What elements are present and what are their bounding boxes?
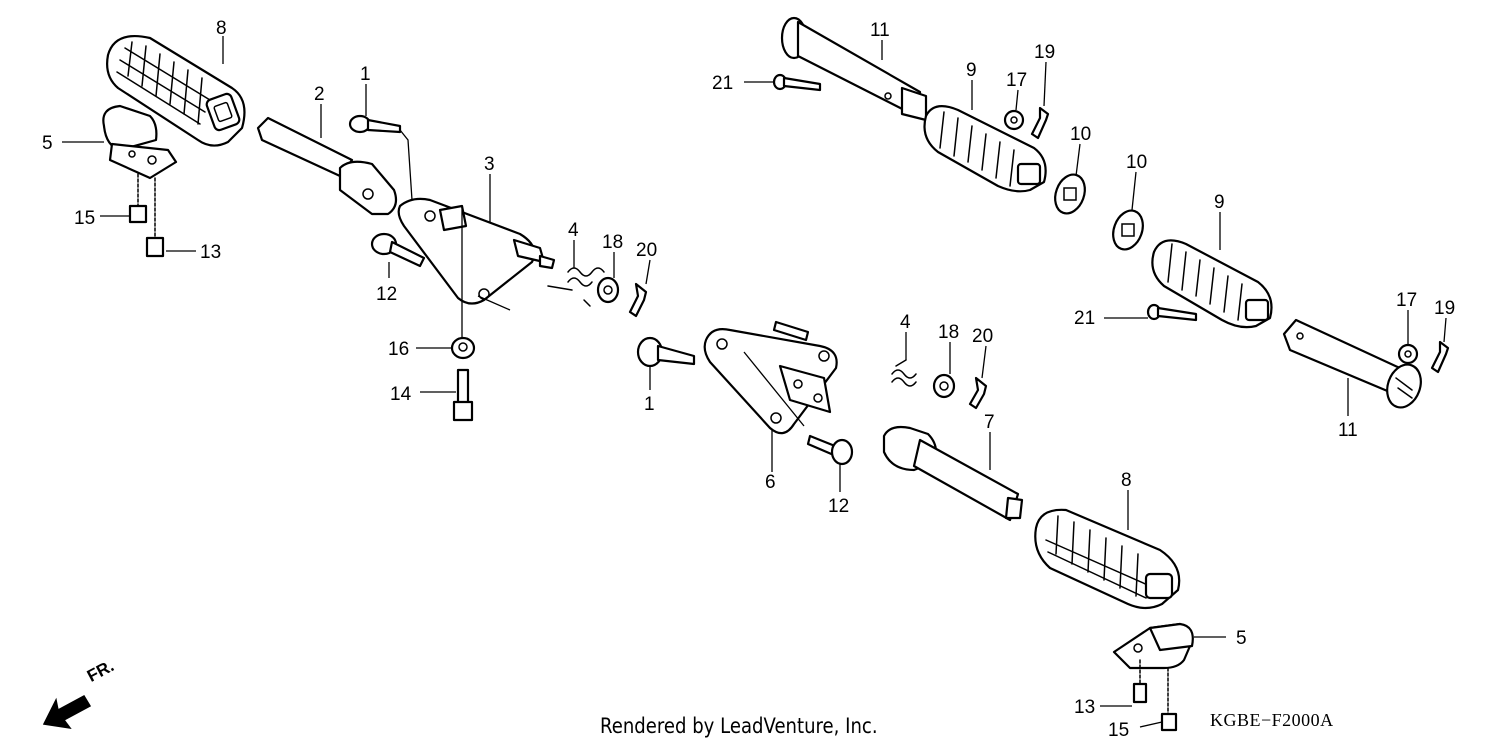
front-direction-arrow-icon — [42, 695, 92, 730]
cotter-pin-20-lower[interactable] — [968, 376, 988, 410]
callout-14: 14 — [390, 384, 412, 405]
bracket-plate-3[interactable] — [397, 197, 556, 338]
washer-18-lower[interactable] — [932, 373, 956, 399]
callout-8-upper: 8 — [216, 18, 227, 39]
heel-guard-bracket-right[interactable] — [1112, 622, 1194, 670]
cotter-pin-20-upper[interactable] — [628, 282, 648, 318]
footpeg-rubber-right[interactable] — [1034, 508, 1181, 610]
callout-4-upper: 4 — [568, 220, 579, 241]
spring-4-upper[interactable] — [547, 267, 605, 307]
washer-10-upper[interactable] — [1050, 170, 1090, 217]
bolt-12-upper[interactable] — [370, 232, 426, 268]
callout-11-lower: 11 — [1338, 420, 1358, 441]
diagram-code: KGBE−F2000A — [1210, 710, 1334, 730]
bolt-14[interactable] — [452, 368, 474, 422]
callout-5-lower: 5 — [1236, 628, 1247, 649]
callouts: 8 5 15 13 2 1 3 12 16 14 4 18 20 1 6 12 … — [42, 18, 1455, 741]
callout-3: 3 — [484, 154, 495, 175]
nut-16[interactable] — [450, 336, 476, 360]
callout-15-upper: 15 — [74, 208, 95, 229]
footpeg-rubber-left[interactable] — [106, 34, 246, 147]
callout-20-lower: 20 — [972, 326, 993, 347]
footpeg-bar-7[interactable] — [882, 425, 1024, 522]
heel-guard-bracket-left[interactable] — [102, 104, 178, 180]
shaft-11-lower[interactable] — [1282, 318, 1427, 412]
footer-credit: Rendered by LeadVenture, Inc. — [600, 714, 878, 738]
callout-21-upper: 21 — [712, 73, 733, 94]
callout-12-lower: 12 — [828, 496, 849, 517]
bolt-13-lower[interactable] — [1132, 659, 1148, 704]
callout-20-upper: 20 — [636, 240, 657, 261]
callout-10-upper: 10 — [1070, 124, 1091, 145]
callout-9-lower: 9 — [1214, 192, 1225, 213]
shaft-11-upper[interactable] — [780, 16, 928, 122]
pin-21-upper[interactable] — [772, 73, 822, 92]
washer-10-lower[interactable] — [1108, 206, 1148, 253]
bolt-15-lower[interactable] — [1160, 667, 1178, 732]
cotter-pin-19-upper[interactable] — [1030, 106, 1050, 140]
callout-1-upper: 1 — [360, 64, 371, 85]
callout-4-lower: 4 — [900, 312, 911, 333]
washer-17-upper[interactable] — [1003, 109, 1025, 131]
pin-1-lower[interactable] — [636, 336, 696, 368]
callout-13-upper: 13 — [200, 242, 221, 263]
bracket-plate-6[interactable] — [703, 320, 838, 435]
cotter-pin-19-lower[interactable] — [1430, 340, 1450, 374]
rubber-grip-9-lower[interactable] — [1151, 239, 1273, 329]
callout-2: 2 — [314, 84, 325, 105]
callout-7: 7 — [984, 412, 995, 433]
footpeg-bar-2[interactable] — [256, 116, 398, 216]
bolt-12-lower[interactable] — [806, 434, 854, 466]
callout-19-upper: 19 — [1034, 42, 1055, 63]
bolt-15-upper[interactable] — [128, 173, 148, 224]
rubber-grip-9-upper[interactable] — [923, 105, 1047, 193]
spring-4-lower[interactable] — [891, 359, 917, 387]
washer-17-lower[interactable] — [1397, 343, 1419, 365]
callout-13-lower: 13 — [1074, 697, 1095, 718]
callout-8-lower: 8 — [1121, 470, 1132, 491]
bolt-13-upper[interactable] — [145, 177, 165, 258]
callout-18-upper: 18 — [602, 232, 623, 253]
callout-12-upper: 12 — [376, 284, 397, 305]
callout-15-lower: 15 — [1108, 720, 1129, 741]
pin-1-upper[interactable] — [348, 114, 413, 201]
callout-21-lower: 21 — [1074, 308, 1095, 329]
callout-18-lower: 18 — [938, 322, 959, 343]
callout-11-upper: 11 — [870, 20, 890, 41]
callout-6: 6 — [765, 472, 776, 493]
callout-17-lower: 17 — [1396, 290, 1417, 311]
callout-9-upper: 9 — [966, 60, 977, 81]
leader-lines — [62, 36, 1447, 728]
callout-10-lower: 10 — [1126, 152, 1147, 173]
callout-16: 16 — [388, 339, 409, 360]
washer-18-upper[interactable] — [596, 276, 620, 304]
callout-17-upper: 17 — [1006, 70, 1027, 91]
callout-19-lower: 19 — [1434, 298, 1455, 319]
callout-5-upper: 5 — [42, 133, 53, 154]
pin-21-lower[interactable] — [1146, 303, 1198, 322]
callout-1-lower: 1 — [644, 394, 655, 415]
